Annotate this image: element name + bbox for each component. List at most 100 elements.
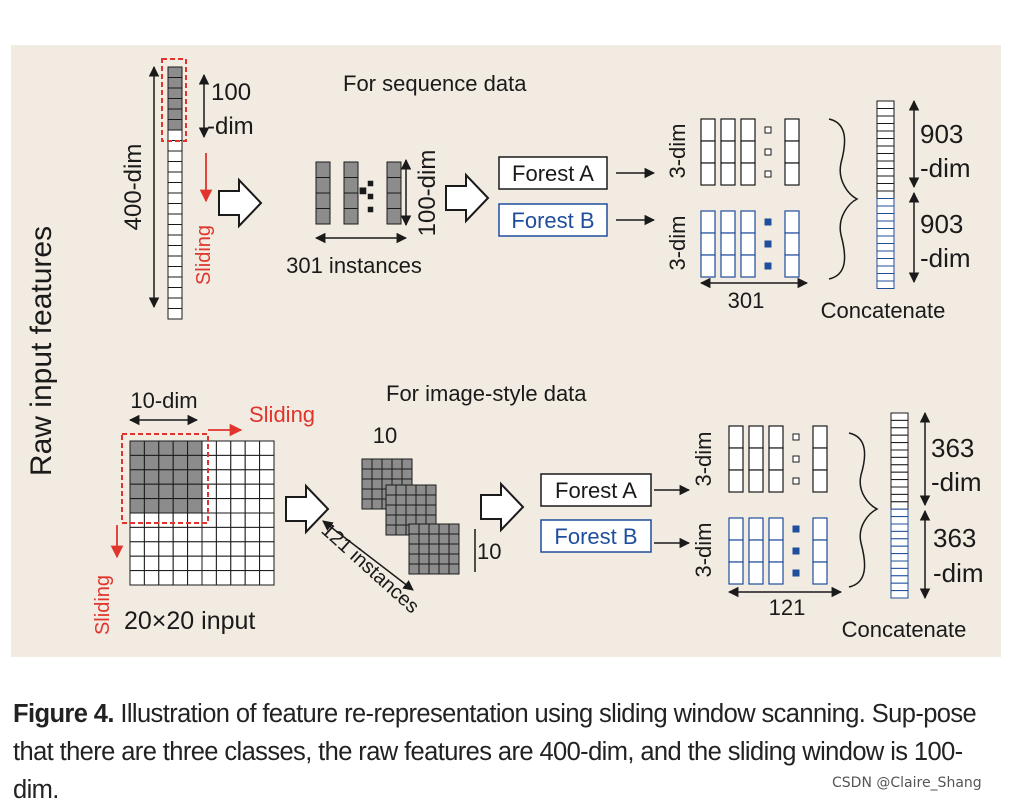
forest-b-label-top: Forest B — [511, 208, 594, 233]
forest-a-box-bottom — [540, 473, 652, 507]
input-cell — [201, 570, 217, 586]
input-cell — [172, 440, 189, 456]
out-b-label-1-top: 903 — [920, 209, 963, 239]
input-cell — [143, 541, 160, 557]
input-cell — [244, 440, 261, 456]
input-cell — [244, 570, 261, 586]
class-cell — [740, 232, 756, 256]
input-cell — [230, 570, 246, 586]
class-cell — [700, 162, 716, 186]
concat-cell — [876, 175, 895, 184]
input-cell — [172, 469, 189, 485]
class-vectors-a-top — [700, 118, 800, 186]
concat-cell — [876, 168, 895, 177]
ellipsis-dot — [792, 477, 800, 485]
concat-cell — [876, 273, 895, 282]
brace-top — [828, 118, 859, 280]
patch-cell — [428, 563, 440, 575]
input-cell — [158, 512, 174, 528]
ellipsis-dot — [792, 455, 800, 463]
patch-cell — [371, 488, 383, 500]
class-cell — [748, 539, 764, 563]
sequence-cell — [167, 213, 183, 225]
input-cell — [143, 498, 160, 514]
image-window-highlight — [121, 433, 209, 524]
concat-cell — [890, 523, 909, 532]
patch-cell — [371, 498, 383, 510]
class-cell — [720, 232, 736, 256]
class-cell — [700, 118, 716, 142]
input-cell — [259, 526, 275, 543]
input-cell — [244, 469, 261, 485]
out-b-label-2-bottom: -dim — [933, 558, 984, 588]
input-cell — [187, 498, 203, 514]
class-cell — [740, 254, 756, 278]
instance-cell — [386, 161, 402, 178]
input-cell — [244, 512, 261, 528]
input-cell — [230, 454, 246, 471]
watermark: CSDN @Claire_Shang — [832, 775, 982, 791]
class-cell — [768, 539, 784, 563]
input-cell — [215, 454, 232, 471]
concat-cell — [876, 115, 895, 124]
sequence-cell — [167, 287, 183, 299]
class-cell — [784, 232, 800, 256]
class-cell — [720, 162, 736, 186]
concat-cell — [890, 449, 909, 458]
concat-cell — [890, 493, 909, 503]
patch-cell — [391, 468, 403, 480]
concat-cell — [876, 183, 895, 192]
sequence-cell — [167, 66, 183, 78]
patch-cell — [438, 523, 450, 535]
class-cell — [720, 210, 736, 234]
input-cell — [244, 498, 261, 514]
concat-cell — [876, 198, 895, 207]
sequence-cell — [167, 161, 183, 173]
patch-top-label: 10 — [373, 423, 397, 448]
out-a-label-1-top: 903 — [920, 119, 963, 149]
patch-cell — [418, 563, 430, 575]
patch-cell — [448, 563, 460, 575]
input-cell — [201, 483, 217, 500]
input-cell — [187, 440, 203, 456]
input-cell — [215, 526, 232, 543]
count-label-top: 301 — [728, 288, 765, 313]
sequence-cell — [167, 192, 183, 204]
input-cell — [172, 512, 189, 528]
input-cell — [215, 512, 232, 528]
bottom-title: For image-style data — [386, 381, 587, 406]
top-title: For sequence data — [343, 71, 527, 96]
input-cell — [158, 541, 174, 557]
input-cell — [158, 469, 174, 485]
patch-cell — [361, 458, 373, 470]
forest-a-label-bottom: Forest A — [555, 478, 637, 503]
input-cell — [172, 570, 189, 586]
input-cell — [129, 498, 145, 514]
concat-cell — [876, 190, 895, 199]
input-cell — [244, 454, 261, 471]
input-cell — [230, 483, 246, 500]
class-cell — [748, 447, 764, 471]
class-cell — [768, 447, 784, 471]
concat-cell — [890, 530, 909, 540]
patch-cell — [385, 504, 397, 516]
patch-cell — [405, 504, 417, 516]
patch-cell — [428, 533, 440, 545]
input-cell — [158, 440, 174, 456]
sequence-cell — [167, 234, 183, 246]
instance-cell — [315, 177, 331, 194]
window-dim-label-1: 100 — [211, 79, 251, 106]
class-dim-b-bottom: 3-dim — [691, 522, 716, 577]
sequence-cell — [167, 245, 183, 257]
class-cell — [812, 469, 828, 493]
concat-cell — [890, 545, 909, 555]
patch-cell — [401, 458, 413, 470]
sequence-cell — [167, 129, 183, 141]
input-cell — [172, 498, 189, 514]
patch-stack — [361, 458, 460, 575]
concatenate-label-top: Concatenate — [821, 298, 946, 323]
class-cell — [768, 517, 784, 541]
input-cell — [259, 469, 275, 485]
input-cell — [201, 469, 217, 485]
input-cell — [129, 570, 145, 586]
